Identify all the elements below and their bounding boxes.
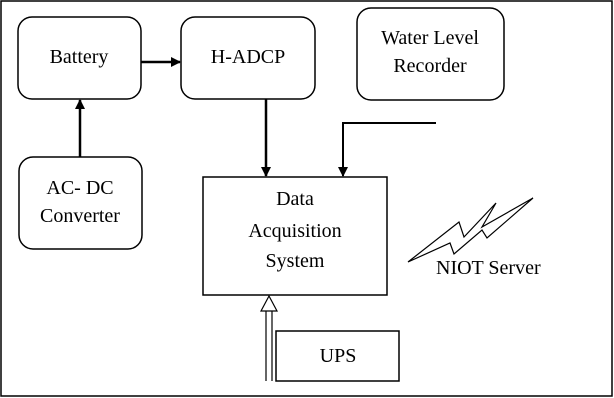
ups-block: UPS <box>275 330 400 382</box>
water-level-recorder-block: Water Level Recorder <box>356 7 505 101</box>
ups-label: UPS <box>320 345 357 367</box>
das-label-line2: Acquisition <box>248 220 341 242</box>
lightning-bolt-icon <box>407 197 534 263</box>
data-acquisition-system-block: Data Acquisition System <box>202 176 388 296</box>
water-level-recorder-label-line1: Water Level <box>381 27 479 49</box>
battery-block: Battery <box>17 16 142 100</box>
hadcp-block: H-ADCP <box>180 16 316 100</box>
acdc-converter-label-line2: Converter <box>40 205 120 227</box>
hadcp-label: H-ADCP <box>211 46 285 68</box>
arrow-water-level-to-das <box>338 122 436 177</box>
acdc-converter-block: AC- DC Converter <box>18 156 143 250</box>
das-label-line3: System <box>266 250 325 272</box>
battery-label: Battery <box>50 46 109 68</box>
das-label-line1: Data <box>276 188 314 210</box>
acdc-converter-label-line1: AC- DC <box>46 177 113 199</box>
niot-server-label: NIOT Server <box>436 257 541 279</box>
arrow-ups-to-das <box>260 294 278 381</box>
water-level-recorder-label-line2: Recorder <box>393 55 467 77</box>
